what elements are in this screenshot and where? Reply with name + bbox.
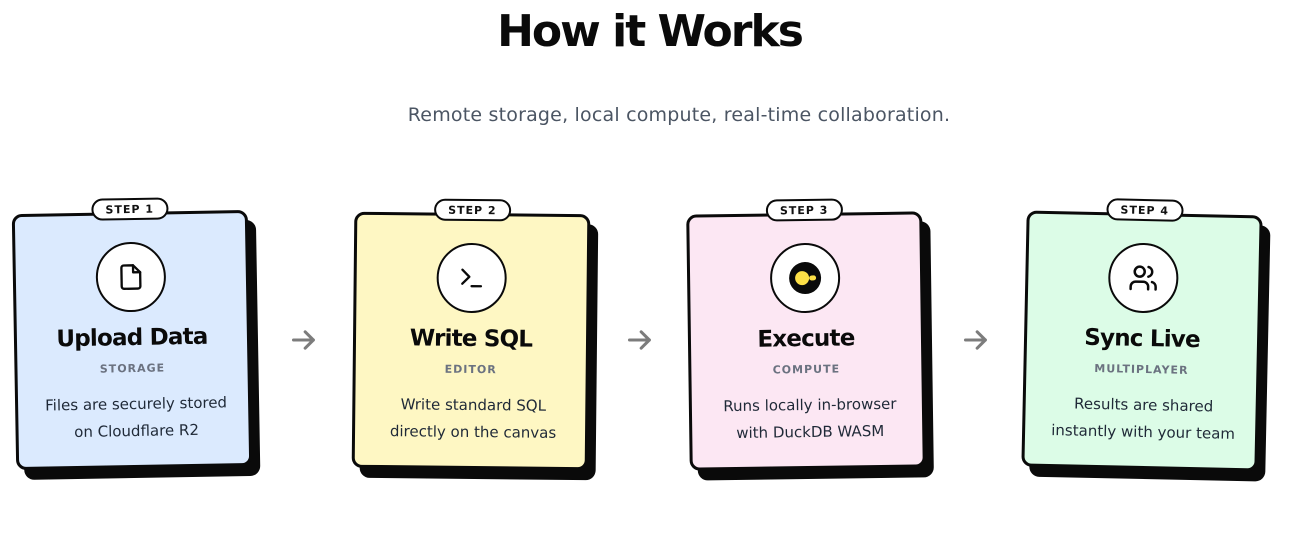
step-badge: STEP 2 [434, 198, 511, 222]
icon-circle [436, 242, 508, 314]
card-title: Write SQL [409, 325, 533, 353]
duckdb-icon [789, 262, 822, 295]
card-description: Write standard SQL directly on the canva… [389, 395, 557, 442]
card-title: Sync Live [1084, 324, 1201, 354]
arrow-right-icon [291, 330, 315, 350]
section-heading: How it Works [495, 4, 804, 74]
card-body: STEP 3 Execute COMPUTE Runs locally in-b… [686, 198, 926, 471]
section-subtitle: Remote storage, local compute, real-time… [407, 104, 951, 126]
card-body: STEP 1 Upload Data STORAGE Files are sec… [11, 197, 253, 471]
card-title: Execute [757, 325, 855, 353]
step-badge: STEP 1 [91, 197, 169, 221]
card-tag: MULTIPLAYER [1094, 361, 1189, 377]
step-card-4: STEP 4 Sync Live MULTIPLAYER Results are… [1021, 198, 1271, 482]
heading-highlight [497, 56, 802, 74]
card-tag: COMPUTE [772, 362, 841, 377]
icon-circle [769, 242, 841, 314]
step-badge: STEP 4 [1106, 198, 1184, 222]
step-card-1: STEP 1 Upload Data STORAGE Files are sec… [11, 197, 261, 480]
icon-circle [1107, 242, 1180, 314]
card-description: Results are shared instantly with your t… [1051, 394, 1236, 443]
file-icon [120, 264, 142, 290]
heading-wrap: How it Works [0, 4, 1299, 74]
card-description: Files are securely stored on Cloudflare … [45, 393, 228, 442]
section-heading-text: How it Works [497, 6, 804, 57]
arrow-right-icon [627, 330, 651, 350]
icon-circle [95, 241, 167, 313]
card-tag: EDITOR [444, 362, 497, 377]
terminal-icon [461, 268, 483, 288]
step-card-3: STEP 3 Execute COMPUTE Runs locally in-b… [686, 198, 934, 481]
card-description: Runs locally in-browser with DuckDB WASM [723, 394, 897, 443]
card-title: Upload Data [56, 323, 208, 353]
arrow-right-icon [963, 330, 987, 350]
card-tag: STORAGE [99, 361, 166, 376]
card-body: STEP 2 Write SQL EDITOR Write standard S… [351, 198, 591, 471]
users-icon [1129, 265, 1157, 291]
card-body: STEP 4 Sync Live MULTIPLAYER Results are… [1021, 198, 1263, 472]
step-badge: STEP 3 [765, 198, 843, 222]
step-card-2: STEP 2 Write SQL EDITOR Write standard S… [351, 198, 599, 481]
